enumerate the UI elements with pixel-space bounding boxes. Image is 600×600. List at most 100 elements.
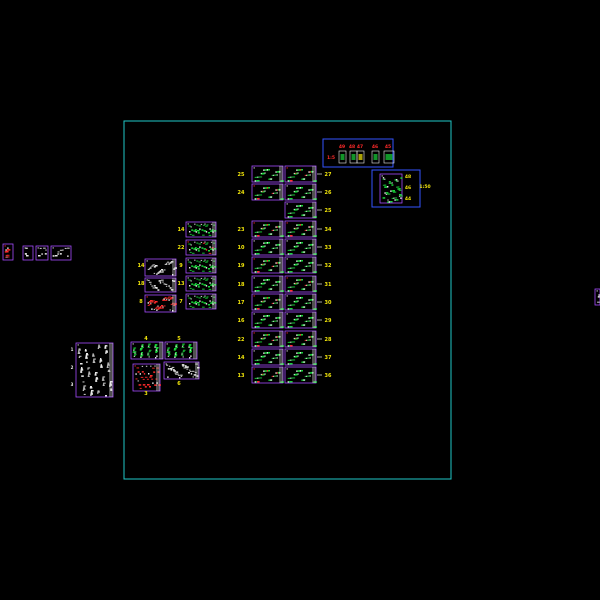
sheet-small-col-5-stroke xyxy=(197,304,200,306)
sheet-col1-row12-stroke xyxy=(260,373,263,375)
sheet-small-col-4[interactable] xyxy=(185,275,217,292)
sheet-small-col-1[interactable] xyxy=(185,221,217,238)
sheet-col1-row12[interactable] xyxy=(251,366,284,384)
sheet-col2-row5[interactable] xyxy=(284,238,317,256)
detail-drawing[interactable] xyxy=(379,173,403,204)
tiny-sheet-b[interactable] xyxy=(22,245,34,261)
sheet-col1-row8[interactable] xyxy=(251,293,284,311)
sheet-col2-row6-stroke xyxy=(295,264,298,266)
sheet-col1-row9-stroke xyxy=(259,322,263,324)
edge-sheet-right[interactable] xyxy=(594,288,600,306)
sheet-col2-row6[interactable] xyxy=(284,256,317,274)
sheet-col1-row4[interactable] xyxy=(251,220,284,238)
tiny-sheet-d[interactable] xyxy=(50,245,72,261)
sheet-left-cluster-1[interactable] xyxy=(144,258,177,277)
tiny-sheet-c[interactable] xyxy=(35,245,49,261)
sheet-col2-row7[interactable] xyxy=(284,275,317,293)
sheet-col1-row4-stroke xyxy=(254,231,257,233)
sheet-small-col-4-stroke xyxy=(189,285,191,287)
sheet-col2-row2[interactable] xyxy=(284,183,317,201)
sheet-small-col-2-stroke xyxy=(205,249,208,251)
sheet-small-col-5[interactable] xyxy=(185,293,217,310)
sheet-bottom-4[interactable] xyxy=(163,361,200,380)
sheet-col1-row12-border xyxy=(251,366,284,384)
sheet-far-left-stack-stroke xyxy=(95,378,99,380)
sheet-col1-row12-stroke xyxy=(253,368,255,370)
sheet-col2-row4-stroke xyxy=(293,227,296,229)
sheet-col2-row8[interactable] xyxy=(284,293,317,311)
sheet-col2-row11[interactable] xyxy=(284,348,317,366)
sheet-col1-row8-stroke xyxy=(260,300,263,302)
sheet-col2-row9[interactable] xyxy=(284,311,317,329)
sheet-col1-row4-stroke xyxy=(254,235,256,237)
sheet-left-cluster-2-stroke xyxy=(146,279,148,281)
sheet-col2-row10-stroke xyxy=(309,339,311,341)
sheet-col1-row1-stroke xyxy=(254,176,257,178)
sheet-col2-row5-stroke xyxy=(314,253,317,255)
sheet-left-cluster-1-stroke xyxy=(158,271,162,273)
sheet-col1-row2-stroke xyxy=(260,190,263,192)
sheet-col2-row2-stroke xyxy=(305,192,308,194)
sheet-left-cluster-3-stroke xyxy=(167,297,170,299)
sheet-col1-row10[interactable] xyxy=(251,330,284,348)
sheet-far-left-stack[interactable] xyxy=(75,342,114,398)
sheet-far-left-stack-stroke xyxy=(105,350,108,352)
sheet-col1-row4-stroke xyxy=(277,225,280,227)
sheet-small-col-3[interactable] xyxy=(185,257,217,274)
sheet-bottom-3-stroke xyxy=(156,382,158,384)
sheet-number-right-6: 32 xyxy=(325,263,332,269)
sheet-col2-row3[interactable] xyxy=(284,201,317,219)
sheet-col2-row1-title-block xyxy=(312,166,316,182)
sheet-bottom-3[interactable] xyxy=(132,363,161,392)
sheet-col2-row4-stroke xyxy=(305,229,308,231)
sheet-bottom-1-stroke xyxy=(133,349,135,351)
sheet-col1-row11[interactable] xyxy=(251,348,284,366)
sheet-col2-row5-stroke xyxy=(293,246,296,248)
sheet-left-cluster-2-stroke xyxy=(152,287,156,289)
sheet-far-left-stack-stroke xyxy=(80,363,83,365)
sheet-far-left-stack-stroke xyxy=(93,358,96,360)
sheet-col2-row10[interactable] xyxy=(284,330,317,348)
sheet-col1-row12-stroke xyxy=(254,381,256,383)
sheet-bottom-1[interactable] xyxy=(130,341,164,360)
sheet-col1-row1[interactable] xyxy=(251,165,284,183)
legend-panel[interactable] xyxy=(322,138,395,168)
sheet-left-cluster-2[interactable] xyxy=(144,277,177,293)
sheet-small-col-1-title-block xyxy=(212,222,216,237)
sheet-col2-row4[interactable] xyxy=(284,220,317,238)
sheet-bottom-3-stroke xyxy=(135,373,137,375)
sheet-col1-row1-stroke xyxy=(272,174,275,176)
sheet-small-col-2[interactable] xyxy=(185,239,217,256)
sheet-small-col-5-stroke xyxy=(191,306,195,308)
sheet-col1-row6[interactable] xyxy=(251,256,284,274)
sheet-number-right-2: 26 xyxy=(325,190,332,196)
sheet-col1-row5-stroke xyxy=(257,253,260,255)
sheet-col1-row6-stroke xyxy=(255,271,258,273)
sheet-small-col-1-stroke xyxy=(202,224,205,226)
sheet-col2-row10-stroke xyxy=(293,337,296,339)
sheet-col1-row5[interactable] xyxy=(251,238,284,256)
sheet-bottom-4-stroke xyxy=(184,365,187,367)
sheet-col1-row1-stroke xyxy=(257,180,260,182)
detail-number-3: 44 xyxy=(405,196,411,202)
tiny-sheet-a[interactable] xyxy=(2,243,14,261)
detail-panel[interactable] xyxy=(371,169,421,208)
sheet-col1-row9[interactable] xyxy=(251,311,284,329)
sheet-col1-row8-stroke xyxy=(272,302,275,304)
sheet-col1-row2[interactable] xyxy=(251,183,284,201)
sheet-col2-row2-stroke xyxy=(308,189,310,191)
sheet-col2-row7-stroke xyxy=(295,283,298,285)
sheet-col1-row7[interactable] xyxy=(251,275,284,293)
sheet-col2-row1[interactable] xyxy=(284,165,317,183)
sheet-small-col-3-stroke xyxy=(213,260,216,262)
sheet-bottom-2-stroke xyxy=(188,344,192,346)
sheet-left-cluster-3[interactable] xyxy=(144,294,177,313)
sheet-bottom-1-stroke xyxy=(155,350,158,352)
sheet-col1-row7-stroke xyxy=(275,281,277,283)
sheet-left-cluster-1-stroke xyxy=(146,260,148,262)
sheet-col2-row8-stroke xyxy=(309,299,312,301)
sheet-col2-row12[interactable] xyxy=(284,366,317,384)
sheet-bottom-2[interactable] xyxy=(164,341,198,360)
sheet-col1-row7-stroke xyxy=(270,288,272,290)
